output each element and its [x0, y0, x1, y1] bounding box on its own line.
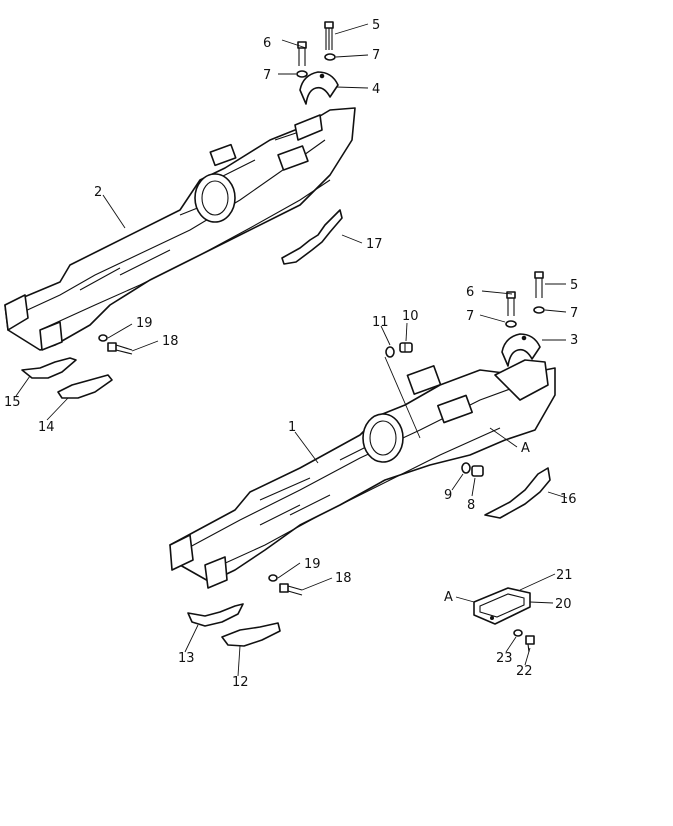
callout-8: 8 [467, 498, 475, 513]
callout-a: A [444, 590, 453, 605]
washer-part-19-lower [268, 574, 278, 582]
guard-plate-part-17 [281, 209, 343, 265]
guard-plate-part-14 [57, 374, 113, 399]
callout-10: 10 [402, 309, 419, 324]
callout-labels: 5 6 7 7 4 2 17 19 18 15 14 5 6 7 7 3 11 … [4, 18, 578, 690]
bolt-part-18-lower [279, 583, 303, 596]
callout-19: 19 [304, 557, 321, 572]
callout-7: 7 [570, 306, 578, 321]
callout-22: 22 [516, 664, 533, 679]
washer-part-7-upper-left [296, 70, 308, 78]
callout-23: 23 [496, 651, 513, 666]
plug-part-10 [399, 342, 413, 353]
callout-15: 15 [4, 395, 21, 410]
bolt-part-5-lower [534, 271, 544, 298]
callout-3: 3 [570, 333, 578, 348]
cap-part-4 [299, 71, 339, 105]
o-ring-part-11 [385, 346, 395, 358]
bolt-part-6-lower [506, 291, 516, 316]
callout-7: 7 [372, 48, 380, 63]
callout-5: 5 [570, 278, 578, 293]
callout-20: 20 [555, 597, 572, 612]
plug-part-8 [471, 465, 484, 477]
callout-a: A [521, 441, 530, 456]
callout-7: 7 [466, 309, 474, 324]
callout-18: 18 [162, 334, 179, 349]
cover-part-20 [473, 587, 531, 625]
callout-19: 19 [136, 316, 153, 331]
callout-18: 18 [335, 571, 352, 586]
callout-4: 4 [372, 82, 380, 97]
bolt-part-18-upper [107, 342, 133, 355]
callout-17: 17 [366, 237, 383, 252]
guard-plate-part-15 [21, 357, 77, 379]
bolt-part-22 [525, 635, 535, 653]
callout-6: 6 [466, 285, 474, 300]
guard-plate-part-12 [221, 622, 281, 647]
callout-7: 7 [263, 68, 271, 83]
washer-part-7-lower-right [533, 306, 545, 314]
washer-part-23 [513, 629, 523, 637]
callout-12: 12 [232, 675, 249, 690]
callout-13: 13 [178, 651, 195, 666]
guard-plate-part-13 [187, 603, 244, 627]
o-ring-part-9 [461, 462, 471, 474]
washer-part-7-lower-left [505, 320, 517, 328]
washer-part-7-upper-right [324, 53, 336, 61]
callout-1: 1 [288, 420, 296, 435]
callout-9: 9 [444, 488, 452, 503]
callout-5: 5 [372, 18, 380, 33]
callout-2: 2 [94, 185, 102, 200]
callout-11: 11 [372, 315, 389, 330]
callout-14: 14 [38, 420, 55, 435]
bolt-part-5-upper [324, 21, 334, 50]
cap-part-3 [501, 333, 541, 367]
callout-6: 6 [263, 36, 271, 51]
track-frame-lower [169, 359, 556, 589]
callout-16: 16 [560, 492, 577, 507]
guard-plate-part-16 [484, 467, 551, 519]
leader-lines [15, 23, 568, 677]
washer-part-19-upper [98, 334, 108, 342]
callout-21: 21 [556, 568, 573, 583]
track-frame-upper [4, 107, 356, 351]
